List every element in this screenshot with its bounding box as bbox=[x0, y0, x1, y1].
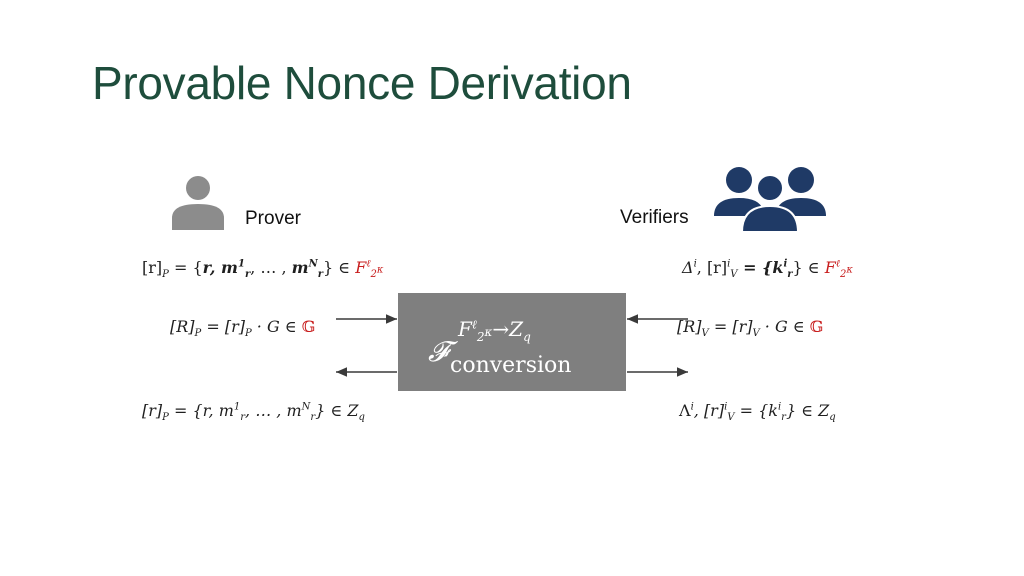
functionality-symbol: 𝓕 bbox=[428, 335, 449, 368]
verifier-secret-share-equation: Δi, [r]iV = {kir} ∈ Fℓ2κ bbox=[682, 258, 853, 281]
functionality-domain-mapping: Fℓ2κ→Zq bbox=[458, 317, 531, 344]
prover-commitment-equation: [R]P = [r]P · G ∈ 𝔾 bbox=[170, 317, 316, 340]
group-icon bbox=[714, 167, 826, 233]
prover-secret-share-equation: [r]P = {r, m1r, … , mNr} ∈ Fℓ2κ bbox=[142, 258, 384, 281]
verifiers-label: Verifiers bbox=[620, 207, 689, 228]
functionality-subscript: conversion bbox=[450, 353, 572, 378]
prover-label: Prover bbox=[245, 208, 301, 229]
conversion-functionality-box: 𝓕 Fℓ2κ→Zq conversion bbox=[398, 293, 626, 391]
prover-output-share-equation: [r]P = {r, m1r, … , mNr} ∈ Zq bbox=[142, 401, 365, 424]
verifier-commitment-equation: [R]V = [r]V · G ∈ 𝔾 bbox=[677, 317, 824, 340]
slide-title: Provable Nonce Derivation bbox=[92, 57, 632, 109]
person-icon bbox=[172, 176, 224, 230]
verifier-output-share-equation: Λi, [r]iV = {kir} ∈ Zq bbox=[679, 401, 836, 424]
